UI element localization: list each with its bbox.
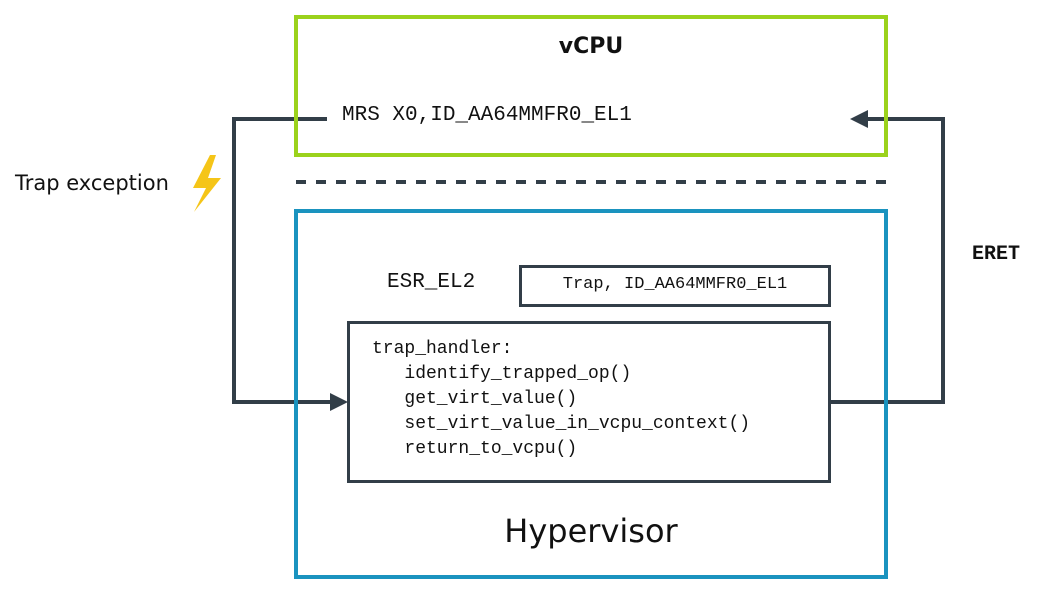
hypervisor-box <box>294 209 888 579</box>
eret-label: ERET <box>972 243 1021 266</box>
vcpu-box <box>294 15 888 157</box>
vcpu-title: vCPU <box>558 34 624 59</box>
lightning-bolt-icon <box>193 155 221 212</box>
hypervisor-title: Hypervisor <box>504 512 678 550</box>
handler-line: return_to_vcpu() <box>372 439 578 459</box>
esr-value-box <box>519 265 831 307</box>
trap-exception-label: Trap exception <box>15 171 169 195</box>
trap-arrow-line <box>232 117 332 404</box>
handler-line: set_virt_value_in_vcpu_context() <box>372 414 751 434</box>
esr-register-label: ESR_EL2 <box>387 271 476 294</box>
handler-line: get_virt_value() <box>372 389 578 409</box>
eret-arrow-head <box>850 110 868 128</box>
handler-line: trap_handler: <box>372 339 513 359</box>
trap-handler-box <box>347 321 831 483</box>
trap-arrow-head <box>330 393 348 411</box>
esr-value: Trap, ID_AA64MMFR0_EL1 <box>562 275 788 294</box>
mrs-instruction: MRS X0,ID_AA64MMFR0_EL1 <box>342 104 632 127</box>
handler-line: identify_trapped_op() <box>372 364 632 384</box>
